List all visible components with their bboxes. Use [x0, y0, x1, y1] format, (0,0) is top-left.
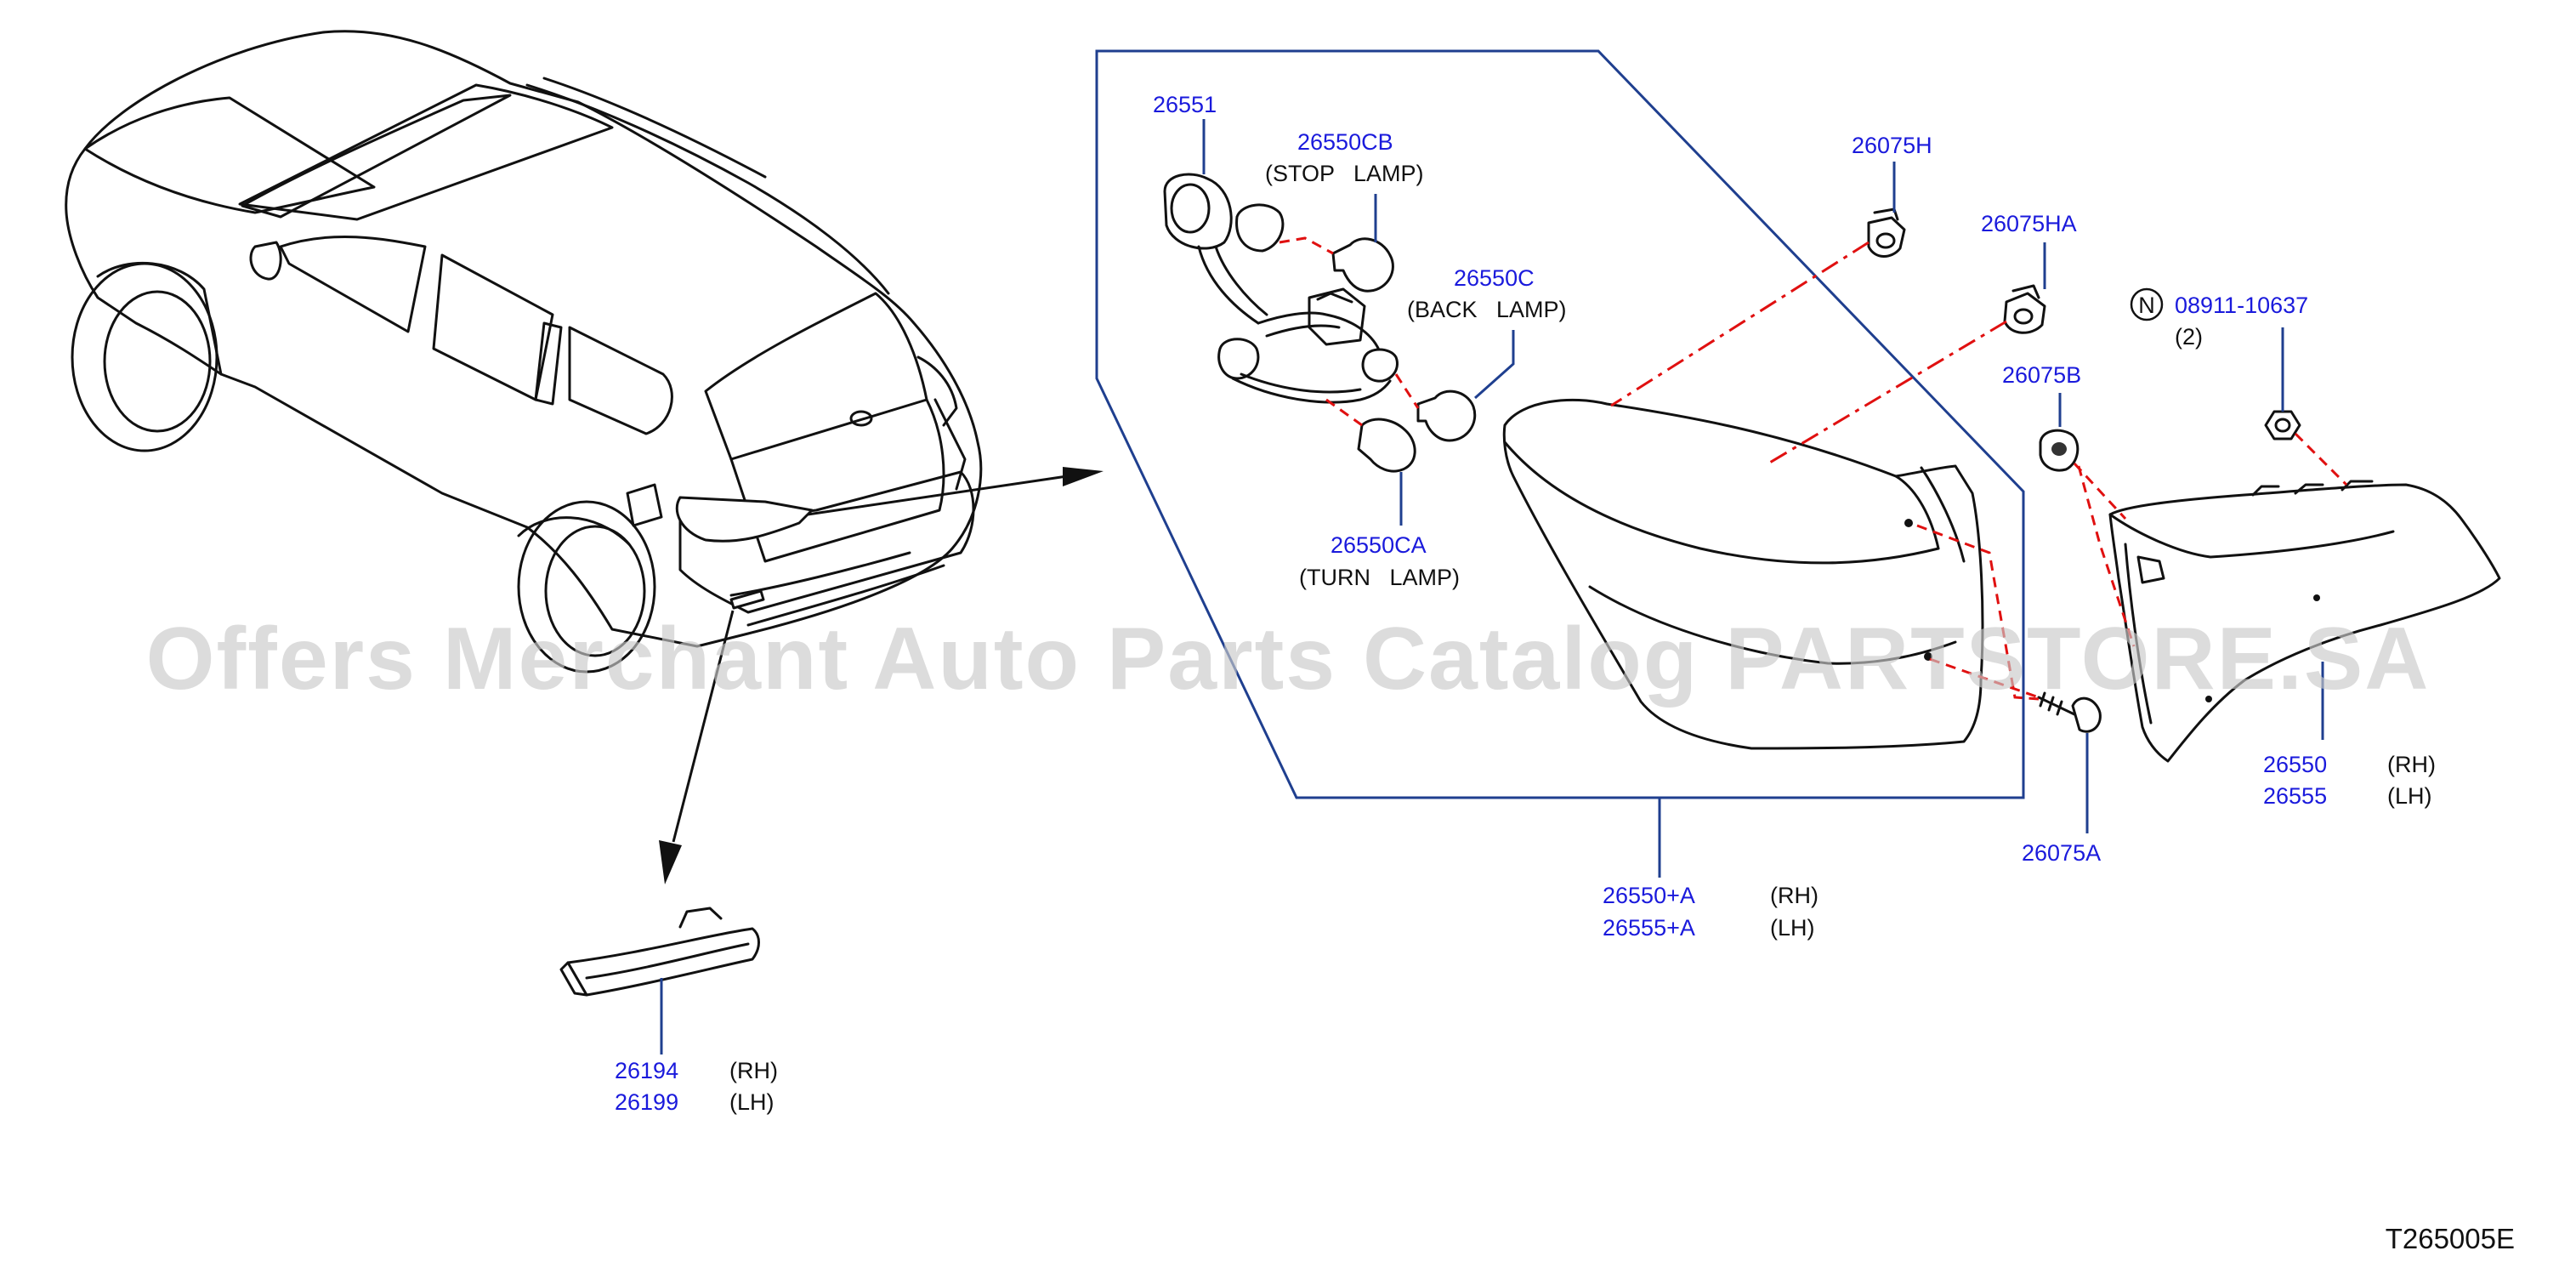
watermark: Offers Merchant Auto Parts Catalog PARTS…: [146, 610, 2431, 708]
vehicle-illustration: [65, 30, 983, 674]
socket-harness: [1163, 173, 1399, 404]
grommet-ha-guide: [1767, 320, 2007, 465]
nut-marker: N: [2138, 293, 2155, 318]
outer-lamp-rh-number[interactable]: 26550: [2263, 752, 2327, 777]
lamp-assembly-lh-number[interactable]: 26555+A: [1603, 915, 1695, 941]
reflector-rh-side: (RH): [729, 1058, 778, 1083]
inner-tail-lamp-housing: [1502, 398, 1984, 750]
screw-hole-guide: [1929, 657, 2040, 699]
turn-bulb-guide: [1325, 398, 1363, 427]
lamp-assembly-rh-side: (RH): [1770, 883, 1819, 908]
reflector-rh-number[interactable]: 26194: [615, 1058, 678, 1083]
screw-a-guide: [1916, 524, 2040, 701]
stop-bulb-part-number[interactable]: 26550CB: [1297, 129, 1393, 155]
lamp-assembly-rh-number[interactable]: 26550+A: [1603, 883, 1695, 908]
reflector-lh-number[interactable]: 26199: [615, 1089, 678, 1115]
grommet-b-part-number[interactable]: 26075B: [2002, 362, 2081, 388]
stop-lamp-bulb: [1331, 237, 1394, 293]
outer-lamp-lh-side: (LH): [2387, 783, 2432, 809]
nut-part: [2264, 410, 2301, 441]
reflector-lh-side: (LH): [729, 1089, 775, 1115]
grommet-ha-part: [2003, 284, 2046, 334]
nut-guide: [2294, 432, 2348, 486]
back-lamp-bulb: [1416, 389, 1477, 442]
outer-lamp-lh-number[interactable]: 26555: [2263, 783, 2327, 809]
back-bulb-description: (BACK LAMP): [1407, 297, 1567, 322]
grommet-ha-part-number[interactable]: 26075HA: [1981, 211, 2077, 236]
arrow-to-tail-lamp: [807, 467, 1104, 516]
outer-tail-lamp: [2108, 480, 2501, 763]
turn-bulb-description: (TURN LAMP): [1299, 565, 1460, 590]
screw-a-part: [2037, 691, 2102, 733]
nut-callout: N 08911-10637 (2): [2130, 287, 2308, 350]
rear-reflector-part: [559, 907, 760, 1055]
back-bulb-guide: [1394, 373, 1420, 409]
assembly-boundary: [1095, 49, 2025, 799]
nut-quantity: (2): [2175, 324, 2203, 350]
grommet-h-guide: [1610, 241, 1870, 407]
grommet-b-part: [2039, 429, 2080, 472]
screw-a-part-number[interactable]: 26075A: [2022, 840, 2101, 866]
grommet-h-part-number[interactable]: 26075H: [1852, 133, 1932, 158]
lamp-assembly-lh-side: (LH): [1770, 915, 1815, 941]
back-bulb-leader: [1474, 330, 1515, 400]
socket-part-number[interactable]: 26551: [1153, 92, 1217, 117]
back-bulb-part-number[interactable]: 26550C: [1454, 265, 1535, 291]
outer-lamp-rh-side: (RH): [2387, 752, 2436, 777]
stop-bulb-guide: [1279, 236, 1334, 255]
arrow-to-reflector: [659, 610, 735, 884]
grommet-b-guide: [2073, 462, 2136, 647]
turn-lamp-bulb: [1357, 418, 1416, 473]
grommet-h-part: [1867, 207, 1906, 258]
diagram-code: T265005E: [2386, 1223, 2515, 1254]
nut-part-number[interactable]: 08911-10637: [2175, 293, 2308, 318]
stop-bulb-description: (STOP LAMP): [1265, 161, 1424, 186]
turn-bulb-part-number[interactable]: 26550CA: [1331, 532, 1427, 558]
